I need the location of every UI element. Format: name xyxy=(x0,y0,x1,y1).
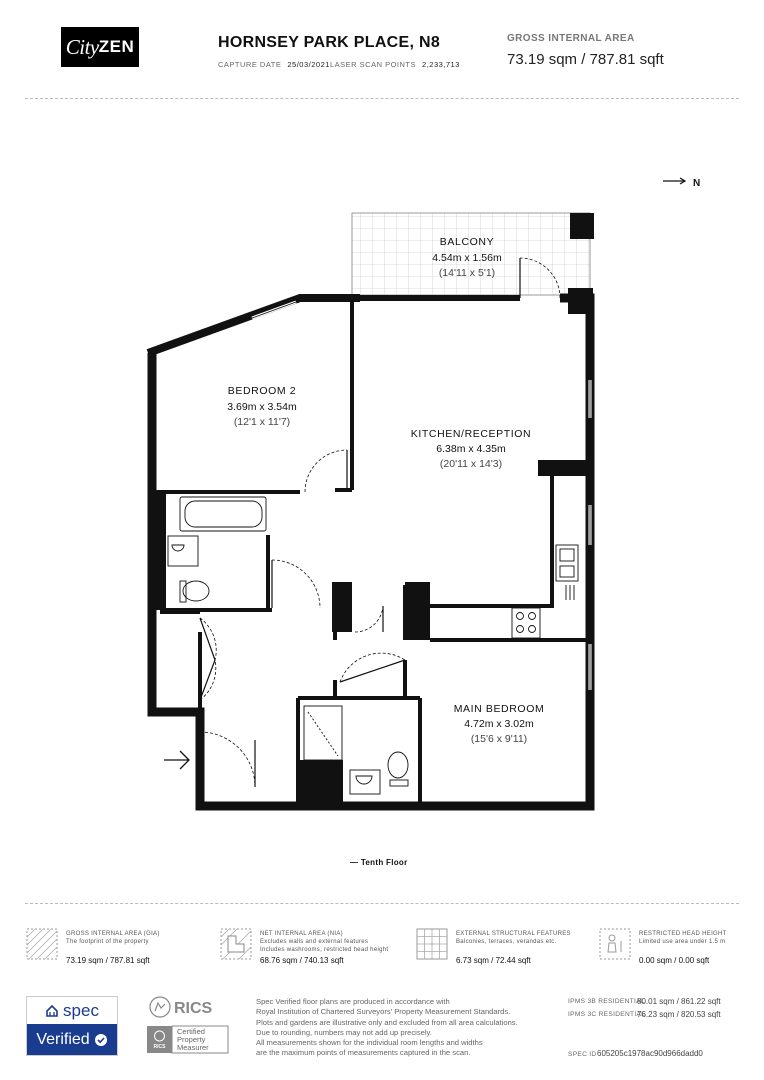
balcony-column xyxy=(570,213,594,239)
spec-badge-top: spec xyxy=(27,997,117,1024)
gia-label: GROSS INTERNAL AREA xyxy=(507,33,635,44)
gia-value: 73.19 sqm / 787.81 sqft xyxy=(507,51,664,68)
grid-area-icon xyxy=(416,928,448,960)
room-metric: 6.38m x 4.35m xyxy=(436,443,506,455)
rics-cert-line: Property xyxy=(177,1035,206,1044)
check-circle-icon xyxy=(94,1033,107,1046)
wall-block-bath xyxy=(150,492,166,610)
spec-badge-bottom: Verified xyxy=(27,1024,117,1055)
legend-value: 68.76 sqm / 740.13 sqft xyxy=(260,956,344,965)
room-metric: 3.69m x 3.54m xyxy=(227,401,297,413)
wall-block-ensuite xyxy=(298,760,343,806)
room-name: BALCONY xyxy=(440,236,494,248)
rics-name: RICS xyxy=(174,1000,213,1017)
rics-certified-badge: RICS RICS Certified Property Measurer xyxy=(146,996,232,1054)
legend-nia: NET INTERNAL AREA (NIA) Excludes walls an… xyxy=(220,928,400,968)
bathroom-fixtures xyxy=(167,496,267,603)
fine-print-line: are the maximum points of measurements c… xyxy=(256,1048,471,1058)
spec-id-value: 605205c1978ac90d966dadd0 xyxy=(597,1049,703,1058)
kitchen-fixtures xyxy=(511,544,579,639)
legend-external: EXTERNAL STRUCTURAL FEATURES Balconies, t… xyxy=(416,928,596,968)
logo-script-text: City xyxy=(65,34,100,59)
legend-desc: The footprint of the property xyxy=(66,939,149,945)
room-imperial: (12'1 x 11'7) xyxy=(234,416,290,428)
capture-date-label: CAPTURE DATE xyxy=(218,60,282,69)
room-label-bedroom-2: BEDROOM 2 3.69m x 3.54m (12'1 x 11'7) xyxy=(227,385,297,428)
legend-value: 0.00 sqm / 0.00 sqft xyxy=(639,956,710,965)
hatched-area-icon xyxy=(26,928,58,960)
room-metric: 4.54m x 1.56m xyxy=(432,252,502,264)
fine-print-line: Due to rounding, numbers may not add up … xyxy=(256,1027,432,1037)
head-height-icon xyxy=(599,928,631,960)
spec-id-label: SPEC ID xyxy=(568,1051,597,1058)
wall-pier xyxy=(568,288,593,314)
room-imperial: (14'11 x 5'1) xyxy=(439,267,495,279)
laser-points-value: 2,233,713 xyxy=(422,60,460,69)
legend-value: 73.19 sqm / 787.81 sqft xyxy=(66,956,150,965)
spec-badge-top-text: spec xyxy=(63,1000,99,1020)
ipms-3b-value: 80.01 sqm / 861.22 sqft xyxy=(637,997,721,1006)
fine-print-line: All measurements shown for the individua… xyxy=(256,1038,483,1048)
room-name: KITCHEN/RECEPTION xyxy=(411,428,531,440)
logo-bold-text: ZEN xyxy=(98,37,135,56)
door-swings xyxy=(199,257,561,788)
room-label-balcony: BALCONY 4.54m x 1.56m (14'11 x 5'1) xyxy=(432,236,502,279)
ipms-3c-value: 76.23 sqm / 820.53 sqft xyxy=(637,1010,721,1019)
legend-gia: GROSS INTERNAL AREA (GIA) The footprint o… xyxy=(26,928,206,968)
legend-divider xyxy=(25,903,739,904)
floor-label: — Tenth Floor xyxy=(350,858,408,867)
room-imperial: (15'6 x 9'11) xyxy=(471,733,527,745)
legend-value: 6.73 sqm / 72.44 sqft xyxy=(456,956,531,965)
north-label: N xyxy=(693,178,700,189)
fine-print-line: Spec Verified floor plans are produced i… xyxy=(256,997,450,1006)
fine-print: Spec Verified floor plans are produced i… xyxy=(256,997,556,1059)
net-area-icon xyxy=(220,928,252,960)
service-block-left xyxy=(332,582,352,632)
spec-house-icon xyxy=(46,1004,58,1017)
legend-title: GROSS INTERNAL AREA (GIA) xyxy=(66,931,160,937)
fine-print-line: Royal Institution of Chartered Surveyors… xyxy=(256,1007,511,1017)
legend-desc: Includes washrooms, restricted head heig… xyxy=(260,947,389,953)
capture-date-value: 25/03/2021 xyxy=(287,60,330,69)
ipms-3c-label: IPMS 3C RESIDENTIAL xyxy=(568,1011,646,1018)
legend-title: RESTRICTED HEAD HEIGHT xyxy=(639,931,727,937)
room-name: BEDROOM 2 xyxy=(228,385,296,397)
room-metric: 4.72m x 3.02m xyxy=(464,718,534,730)
header-divider xyxy=(25,98,739,99)
ensuite-fixtures xyxy=(303,705,409,795)
door-leaves xyxy=(199,258,521,787)
room-name: MAIN BEDROOM xyxy=(454,703,545,715)
floor-plan: N xyxy=(146,177,700,811)
legend-title: NET INTERNAL AREA (NIA) xyxy=(260,931,343,937)
fine-print-line: Plots and gardens are illustrative only … xyxy=(256,1017,518,1027)
wall-stub-kitchen xyxy=(538,460,593,476)
ipms-3b-label: IPMS 3B RESIDENTIAL xyxy=(568,998,645,1005)
room-label-kitchen-reception: KITCHEN/RECEPTION 6.38m x 4.35m (20'11 x… xyxy=(411,428,531,470)
service-block-right xyxy=(405,582,430,640)
laser-scan-points: LASER SCAN POINTS 2,233,713 xyxy=(330,60,460,69)
legend-desc: Balconies, terraces, verandas etc. xyxy=(456,939,557,945)
rics-cert-line: Measurer xyxy=(177,1043,209,1052)
legend-desc: Excludes walls and external features xyxy=(260,939,369,945)
legend-desc: Limited use area under 1.5 m xyxy=(639,939,726,945)
property-title: HORNSEY PARK PLACE, N8 xyxy=(218,34,441,51)
legend-title: EXTERNAL STRUCTURAL FEATURES xyxy=(456,931,571,937)
rics-small-name: RICS xyxy=(154,1044,167,1050)
room-imperial: (20'11 x 14'3) xyxy=(440,458,502,470)
room-label-main-bedroom: MAIN BEDROOM 4.72m x 3.02m (15'6 x 9'11) xyxy=(454,703,545,745)
north-arrow-icon: N xyxy=(663,177,700,189)
laser-points-label: LASER SCAN POINTS xyxy=(330,60,417,69)
entrance-arrow-icon xyxy=(164,750,190,770)
spec-badge-bottom-text: Verified xyxy=(36,1030,90,1048)
legend-head-height: RESTRICTED HEAD HEIGHT Limited use area u… xyxy=(599,928,759,968)
rics-logo-icon: RICS RICS Certified Property Measurer xyxy=(147,996,229,1054)
window-lines xyxy=(251,301,591,690)
capture-date: CAPTURE DATE 25/03/2021 xyxy=(218,60,330,69)
rics-cert-line: Certified xyxy=(177,1027,205,1036)
spec-verified-badge: spec Verified xyxy=(26,996,118,1056)
